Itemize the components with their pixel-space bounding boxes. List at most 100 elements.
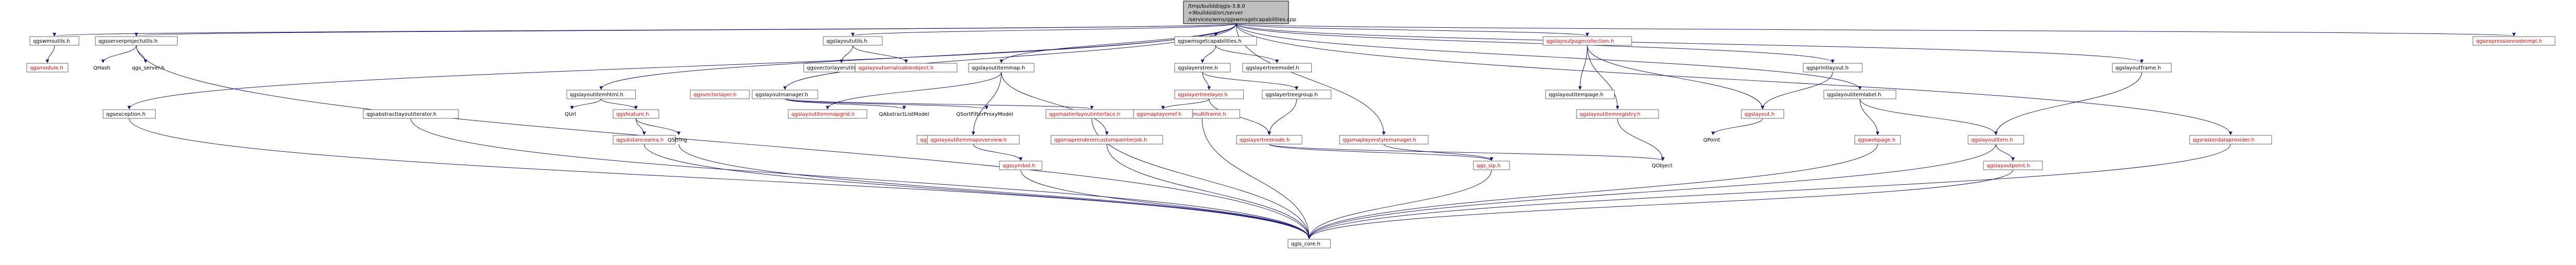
node-layoutitemregistry[interactable]: qgslayoutitemregistry.h — [1576, 109, 1659, 119]
node-box — [103, 109, 156, 119]
node-vectorlayer[interactable]: qgsvectorlayer.h — [690, 90, 750, 99]
node-maplayerref[interactable]: qgsmaplayerref.h — [1133, 109, 1193, 119]
node-label: qgslayertreelayer.h — [1178, 92, 1228, 98]
node-module[interactable]: qgsmodule.h — [26, 63, 69, 73]
node-layertreenode[interactable]: qgslayertreenode.h — [1236, 135, 1302, 145]
node-box — [999, 161, 1042, 170]
node-maprenderercustompainterjob[interactable]: qgsmaprenderercustompainterjob.h — [1050, 135, 1163, 145]
node-label: qgs_sip.h — [1477, 163, 1501, 169]
edge-root-to-expressionnodeimpl — [1235, 23, 2515, 37]
node-qurl[interactable]: QUrl — [562, 110, 582, 118]
root-label-line-2: +9buildsid/src/server — [1188, 10, 1244, 16]
node-printlayout[interactable]: qgsprintlayout.h — [1803, 63, 1862, 73]
node-layoututils[interactable]: qgslayoututils.h — [823, 36, 883, 46]
node-expressionnodeimpl[interactable]: qgsexpressionnodeimpl.h — [2472, 36, 2555, 46]
edge-qgs_gui-to-qgs_core — [1307, 169, 1492, 239]
node-label: qgslayoutitempage.h — [1549, 92, 1603, 98]
node-layoutitem[interactable]: qgslayoutitem.h — [1968, 135, 2024, 145]
edge-exception-to-qgs_core — [129, 118, 1311, 239]
edge-layoutitemlabel-to-layoutitem — [1859, 98, 1998, 135]
node-layoutpagecollection[interactable]: qgslayoutpagecollection.h — [1543, 36, 1632, 46]
node-symbol[interactable]: qgssymbol.h — [999, 161, 1042, 170]
node-feature[interactable]: qgsfeature.h — [613, 109, 659, 119]
edge-layoutitemmapoverview-to-symbol — [973, 144, 1023, 161]
node-qobject[interactable]: QObject — [1649, 161, 1677, 170]
node-box — [363, 109, 459, 119]
node-layoutitemhtml[interactable]: qgslayoutitemhtml.h — [566, 90, 636, 99]
node-label: qgsabstractlayoutiterator.h — [366, 112, 436, 117]
node-layertreegroup[interactable]: qgslayertreegroup.h — [1262, 90, 1332, 99]
node-label: qgslayoutserializableobject.h — [858, 65, 934, 71]
node-label: qgsprintlayout.h — [1806, 65, 1849, 71]
node-layoutitemmapgrid[interactable]: qgslayoutitemmapgrid.h — [788, 109, 868, 119]
node-label: qgslayertreenode.h — [1240, 137, 1290, 143]
node-box — [1133, 109, 1193, 119]
node-layouth[interactable]: qgslayout.h — [1741, 109, 1784, 119]
node-label: qgssymbol.h — [1003, 163, 1036, 169]
node-label: qgslayoutmultiframe.h — [1167, 112, 1226, 117]
node-qhash[interactable]: QHash — [90, 63, 116, 72]
node-layoutframe[interactable]: qgslayoutframe.h — [2112, 63, 2172, 73]
edge-maprenderercustompainterjob-to-qgs_core — [1106, 144, 1311, 239]
node-qgs_core[interactable]: qgis_core.h — [1287, 239, 1331, 249]
node-layoutpoint[interactable]: qgslayoutpoint.h — [1983, 161, 2043, 170]
node-box — [968, 63, 1035, 73]
edge-printlayout-to-layouth — [1760, 72, 1833, 110]
node-box — [613, 109, 659, 119]
node-layerstree[interactable]: qgslayerstree.h — [1174, 63, 1231, 73]
node-box — [1339, 135, 1429, 145]
edge-layoutmanager-to-qabstractlistmodel — [785, 98, 906, 110]
node-label: qgis_core.h — [1291, 241, 1320, 247]
node-masterlayoutinterface[interactable]: qgsmasterlayoutinterface.h — [1045, 109, 1138, 119]
edge-layoutpagecollection-to-layouth — [1587, 45, 1765, 110]
node-layertreemodel[interactable]: qgslayertreemodel.h — [1242, 63, 1312, 73]
node-qstring[interactable]: QString — [665, 135, 693, 144]
edge-wmsutils-to-module — [45, 45, 55, 63]
node-box — [927, 135, 1020, 145]
node-maplayerstylemanager[interactable]: qgsmaplayerstylemanager.h — [1339, 135, 1429, 145]
node-rasterdataprovider[interactable]: qgsrasterdataprovider.h — [2189, 135, 2272, 145]
node-box — [613, 135, 676, 145]
edge-serverprojectutils-to-qgs_core — [136, 45, 1311, 239]
node-box — [1050, 135, 1163, 145]
node-label: qgslayout.h — [1744, 112, 1775, 117]
node-root-file[interactable]: /tmp/buildd/qgis-3.8.0 +9buildsid/src/se… — [1183, 1, 1296, 24]
node-label: qgswmsutils.h — [33, 39, 70, 44]
node-layoutserializableobject[interactable]: qgslayoutserializableobject.h — [855, 63, 958, 73]
node-distancearea[interactable]: qgsdistancearea.h — [613, 135, 676, 145]
node-wmsgetcapabilities[interactable]: qgswmsgetcapabilities.h — [1174, 36, 1257, 46]
node-qabstractlistmodel[interactable]: QAbstractListModel — [876, 110, 933, 118]
node-label: qgsrasterdataprovider.h — [2193, 137, 2255, 143]
node-box — [566, 90, 636, 99]
edge-layoutpagecollection-to-layoutitemregistry — [1587, 45, 1620, 110]
edge-feature-to-distancearea — [635, 118, 646, 135]
node-box — [29, 36, 79, 46]
node-wmsutils[interactable]: qgswmsutils.h — [29, 36, 79, 46]
dependency-edges — [45, 23, 2515, 239]
node-layoutmanager[interactable]: qgslayoutmanager.h — [752, 90, 818, 99]
node-abstractlayoutiterator[interactable]: qgsabstractlayoutiterator.h — [363, 109, 459, 119]
node-exception[interactable]: qgsexception.h — [103, 109, 156, 119]
node-layoutitempage[interactable]: qgslayoutitempage.h — [1545, 90, 1615, 99]
node-qgs_server[interactable]: qgs_server.h — [129, 63, 164, 72]
node-label: QPoint — [1703, 137, 1720, 143]
node-serverprojectutils[interactable]: qgsserverprojectutils.h — [95, 36, 178, 46]
edge-wmsgetcapabilities-to-layerstree — [1200, 45, 1216, 63]
node-layoutitemmap[interactable]: qgslayoutitemmap.h — [968, 63, 1035, 73]
node-box — [1543, 36, 1632, 46]
node-box — [788, 109, 868, 119]
edge-qstring-to-qgs_core — [679, 144, 1311, 239]
node-qgs_gui[interactable]: qgs_sip.h — [1473, 161, 1510, 170]
node-box — [95, 36, 178, 46]
node-layertreelayer[interactable]: qgslayertreelayer.h — [1174, 90, 1244, 99]
node-label: qgsmaplayerstylemanager.h — [1343, 137, 1416, 143]
node-layoutitemmapoverview[interactable]: qgslayoutitemmapoverview.h — [927, 135, 1020, 145]
node-qsortfilterproxymodel[interactable]: QSortFilterProxyModel — [953, 110, 1020, 118]
node-qpoint[interactable]: QPoint — [1700, 135, 1726, 144]
node-webpage[interactable]: qgswebpage.h — [1854, 135, 1901, 145]
node-label: qgsexpressionnodeimpl.h — [2476, 39, 2542, 44]
edge-root-to-layoutitemmap — [999, 23, 1236, 63]
edge-root-to-layoutpagecollection — [1235, 23, 1589, 37]
node-label: qgsmaplayerref.h — [1137, 112, 1181, 117]
node-layoutitemlabel[interactable]: qgslayoutitemlabel.h — [1823, 90, 1896, 99]
